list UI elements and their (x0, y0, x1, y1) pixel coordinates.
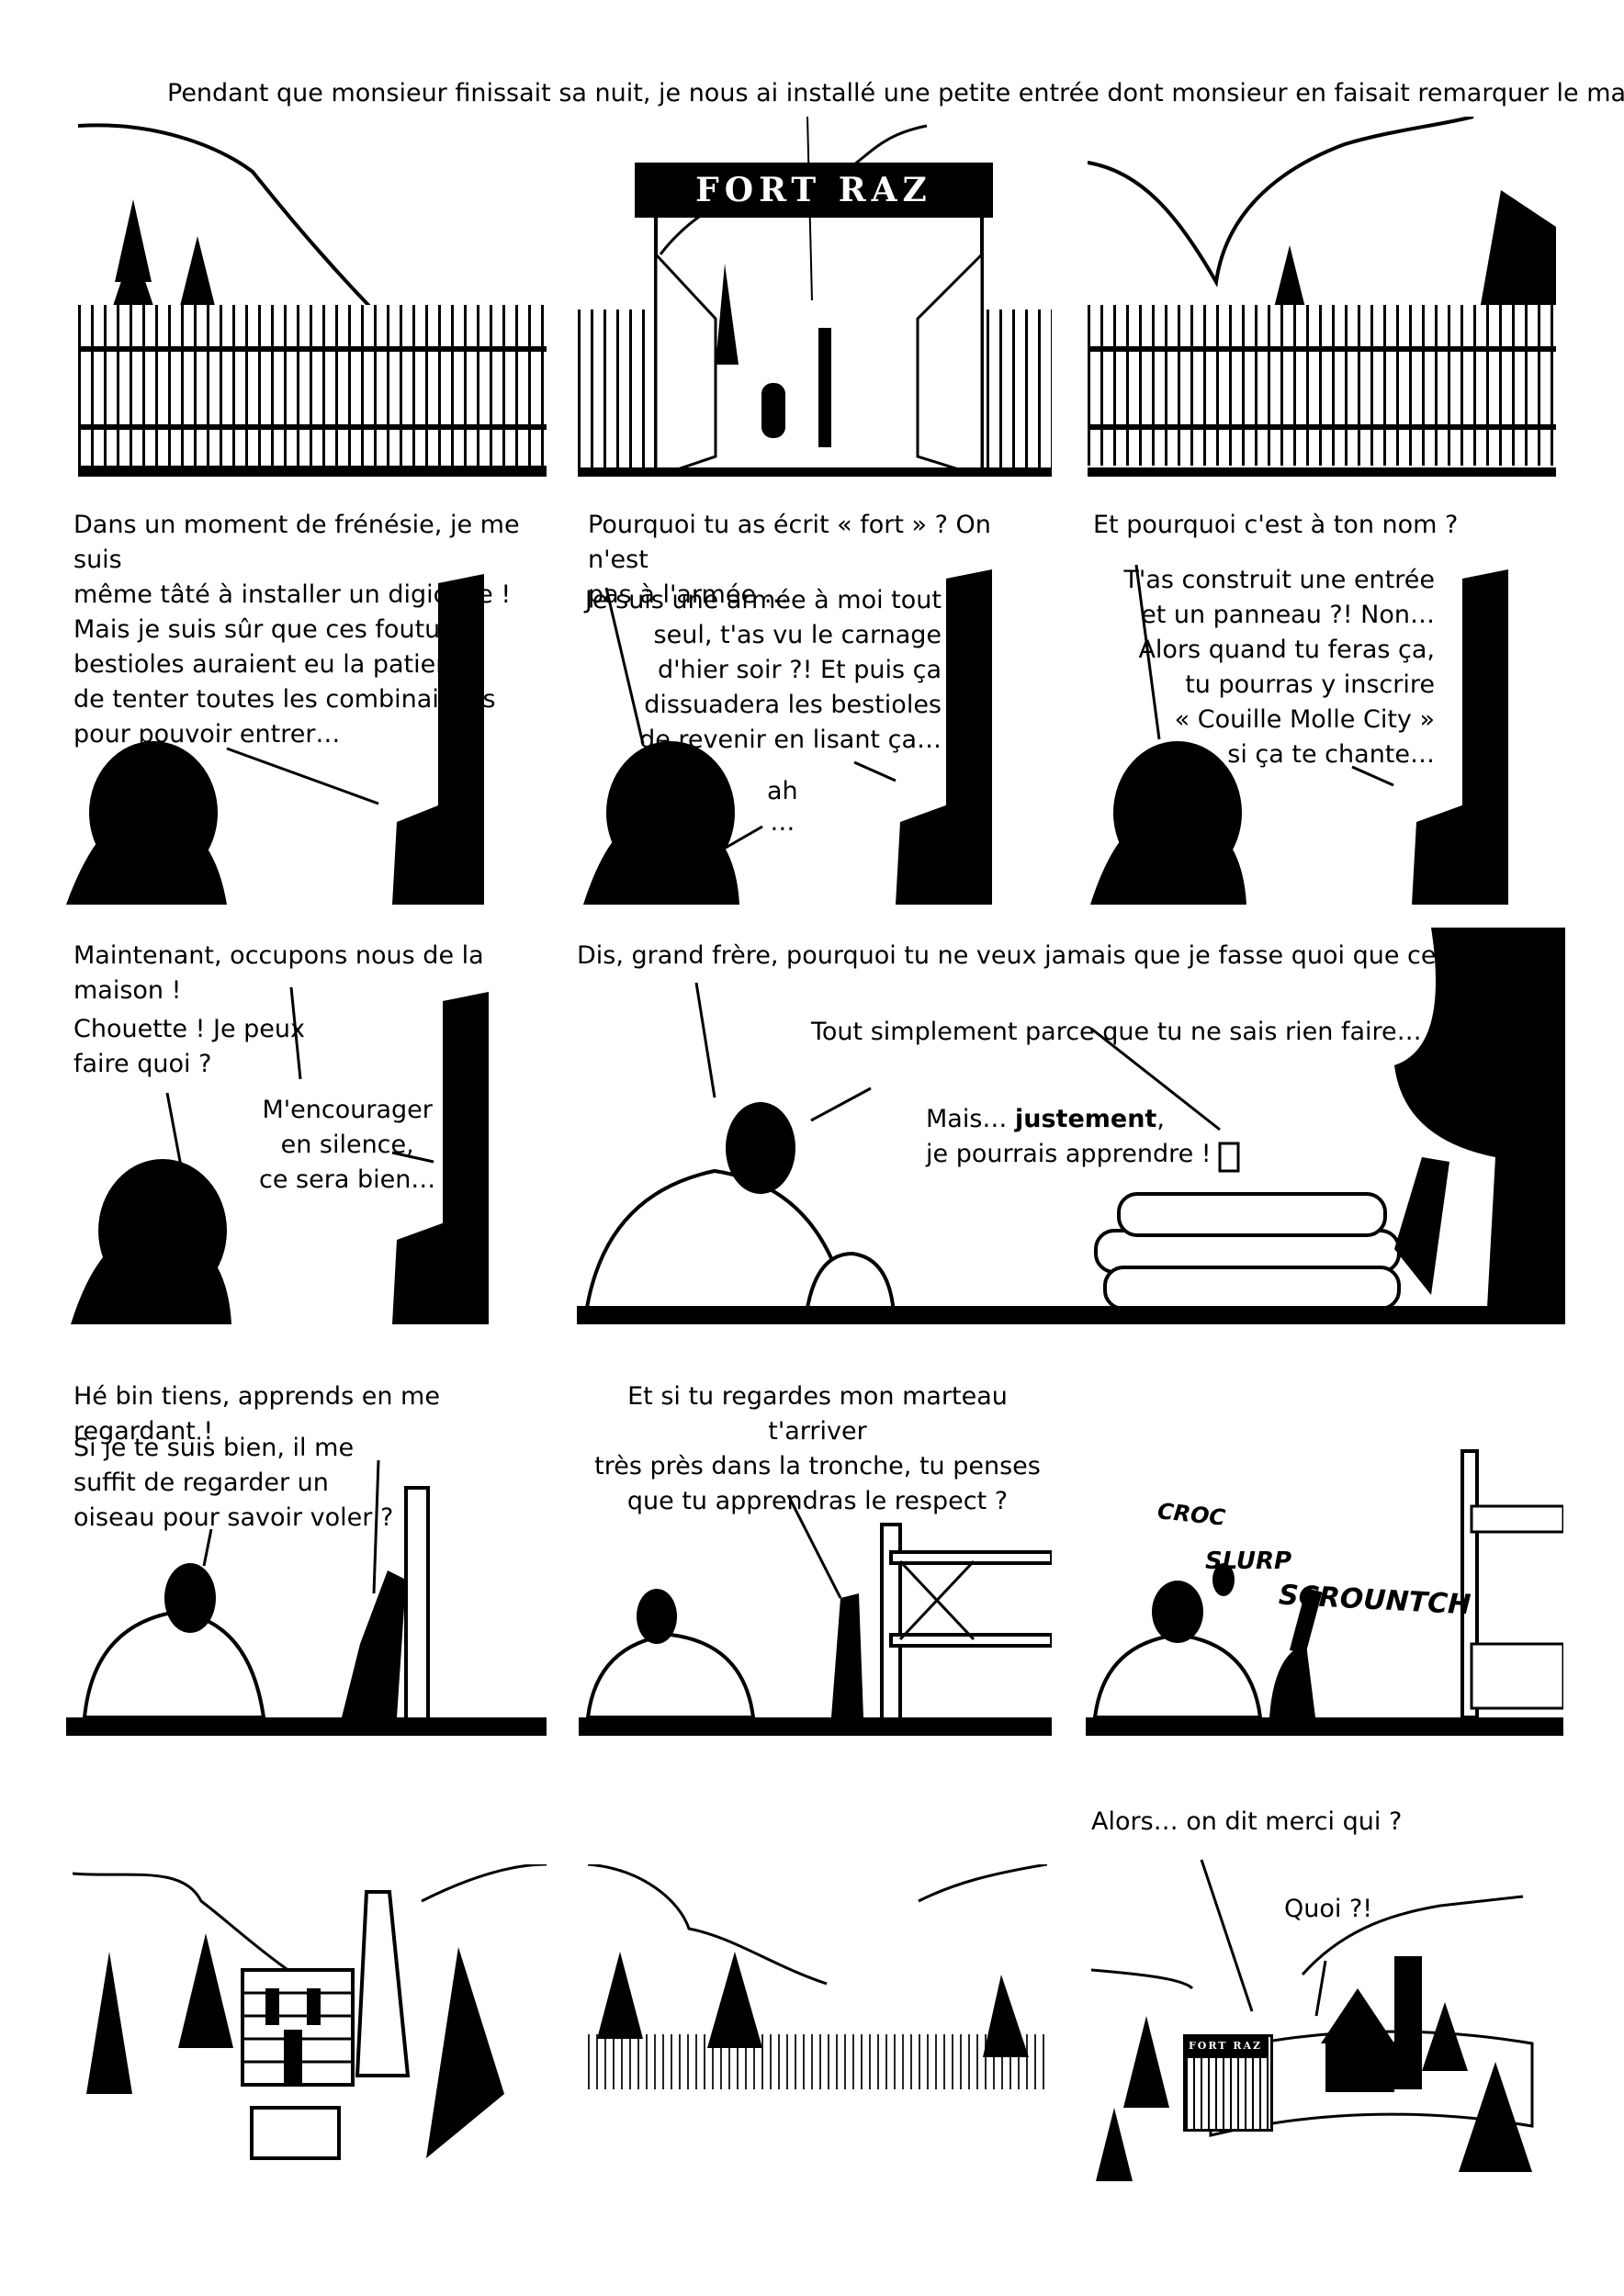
characters-silhouette (66, 574, 484, 905)
panel-5-3-fort-complete: FORT RAZ Alors… on dit merci qui ? Quoi … (1091, 1805, 1569, 2181)
fort-raz-sign: FORT RAZ (635, 163, 993, 218)
speech-big-brother: T'as construit une entrée et un panneau … (1123, 566, 1435, 769)
palisade-right (987, 310, 1052, 467)
scene-eating (1092, 1449, 1563, 1719)
speech-big-brother: Hé bin tiens, apprends en me regardant ! (73, 1382, 440, 1446)
panel-5-1-house-frame (73, 1864, 547, 2181)
panel-3-2-wide: Dis, grand frère, pourquoi tu ne veux ja… (577, 928, 1565, 1324)
palisade-crossbar (78, 424, 547, 430)
speech-little-brother: Pourquoi tu as écrit « fort » ? On n'est… (588, 511, 991, 609)
ground (78, 467, 547, 477)
sfx-slurp: SLURP (1205, 1548, 1292, 1575)
speech-little-brother-reply: Mais… justement, je pourrais apprendre ! (926, 1105, 1212, 1168)
speech-little-brother-ah: ah … (767, 777, 798, 837)
speech-little-brother: Chouette ! Je peux faire quoi ? (73, 1015, 305, 1078)
panel-4-3: CROC SLURP SCROUNTCH (1086, 1368, 1563, 1736)
characters-silhouette (1090, 564, 1508, 905)
panel-1-1-fence-left (78, 117, 547, 477)
gate-illustration (654, 117, 984, 477)
scene-fort-complete (1091, 1859, 1534, 2181)
speech-big-brother: Dans un moment de frénésie, je me suis m… (73, 511, 520, 748)
speech-big-brother: Et si tu regardes mon marteau t'arriver … (594, 1382, 1041, 1515)
characters-silhouette (583, 569, 992, 905)
panel-2-2: Pourquoi tu as écrit « fort » ? On n'est… (579, 501, 1052, 905)
speech-big-brother: Maintenant, occupons nous de la maison ! (73, 941, 484, 1005)
palisade (588, 2034, 1047, 2089)
speech-little-brother: Et pourquoi c'est à ton nom ? (1093, 511, 1459, 539)
panel-1-2-gate: FORT RAZ (578, 117, 1052, 477)
speech-big-brother-reply: M'encourager en silence, ce sera bien… (259, 1096, 436, 1194)
ground (66, 1717, 547, 1736)
ground (578, 467, 1052, 477)
palisade-crossbar (78, 346, 547, 352)
scene-frame-construction (585, 1494, 1052, 1728)
palisade-crossbar (1088, 346, 1556, 352)
panel-2-3: Et pourquoi c'est à ton nom ? T'as const… (1086, 501, 1563, 905)
ground (1086, 1717, 1563, 1736)
speech-big-brother: Je suis une armée à moi tout seul, t'as … (584, 586, 942, 754)
row1-caption: Pendant que monsieur finissait sa nuit, … (167, 79, 1624, 107)
panel-4-1: Hé bin tiens, apprends en me regardant !… (66, 1368, 547, 1736)
panel-4-2: Et si tu regardes mon marteau t'arriver … (579, 1368, 1052, 1736)
scene-house-tower (73, 1864, 547, 2160)
scene-house-roof (588, 1864, 1047, 2057)
ground (579, 1717, 1052, 1736)
panel-2-1: Dans un moment de frénésie, je me suis m… (66, 501, 547, 905)
panel-3-1: Maintenant, occupons nous de la maison !… (66, 928, 547, 1324)
speech-little-brother: Quoi ?! (1284, 1895, 1373, 1923)
palisade (1088, 305, 1556, 466)
panel-1-3-fence-right (1088, 117, 1556, 477)
speech-little-brother: Si je te suis bien, il me suffit de rega… (73, 1434, 394, 1532)
speech-little-brother: Dis, grand frère, pourquoi tu ne veux ja… (577, 941, 1510, 970)
panel-5-2-house-roof (588, 1864, 1047, 2181)
palisade (78, 305, 547, 466)
speech-big-brother: Tout simplement parce que tu ne sais rie… (811, 1018, 1422, 1046)
ground (577, 1306, 1565, 1324)
speech-big-brother: Alors… on dit merci qui ? (1091, 1807, 1403, 1836)
ground (1088, 467, 1556, 477)
scene-hill-post (82, 1459, 430, 1728)
fort-raz-sign-small: FORT RAZ (1183, 2034, 1268, 2058)
palisade-left (578, 310, 653, 467)
palisade-crossbar (1088, 424, 1556, 430)
characters-silhouette (71, 986, 489, 1324)
